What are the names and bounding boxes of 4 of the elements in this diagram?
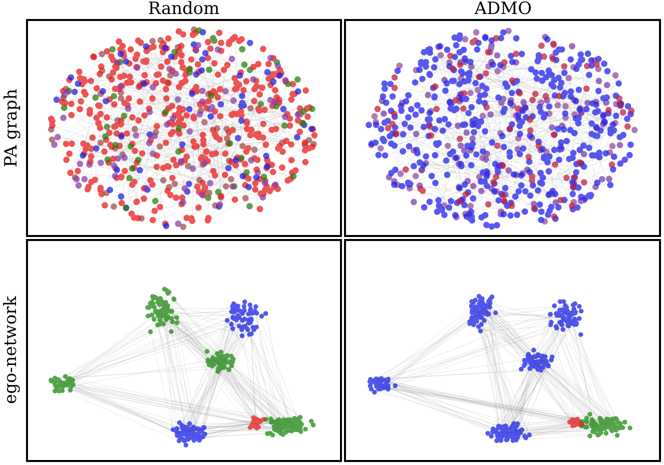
- column-label: Random: [148, 0, 220, 18]
- row-label: PA graph: [2, 88, 20, 168]
- row-label: ego-network: [2, 296, 20, 404]
- column-label: ADMO: [474, 0, 532, 18]
